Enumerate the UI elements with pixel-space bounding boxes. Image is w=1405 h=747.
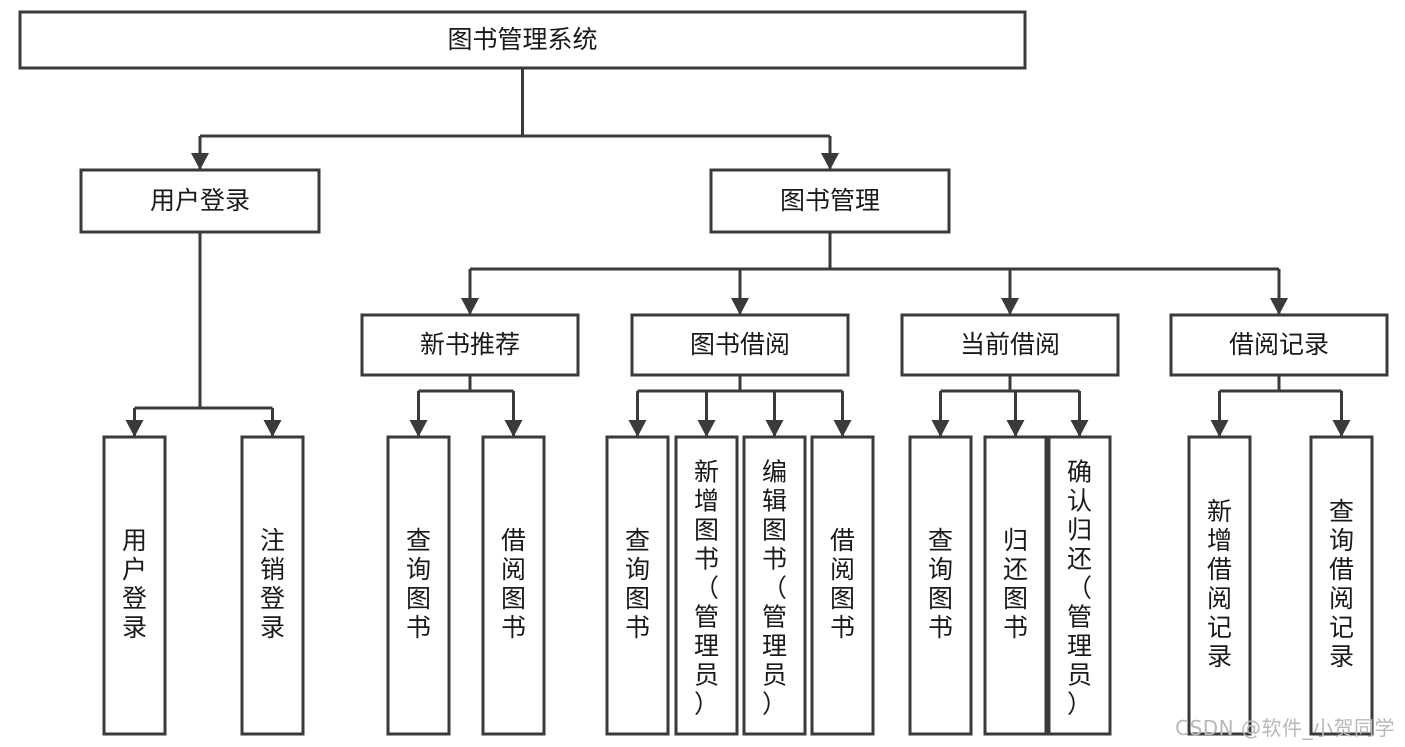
node-leaf-query-book-1[interactable]: 查询图书	[386, 435, 451, 736]
arrowhead-icon	[125, 420, 144, 437]
node-leaf-query-book-3[interactable]: 查询图书	[908, 435, 973, 736]
node-label: 归还图书	[1003, 526, 1028, 642]
node-label: 用户登录	[150, 186, 250, 215]
node-book-borrow[interactable]: 图书借阅	[630, 313, 850, 377]
arrowhead-icon	[1332, 420, 1351, 437]
node-label: 图书管理	[780, 186, 880, 215]
node-label: 借阅图书	[501, 526, 526, 642]
arrowhead-icon	[697, 420, 716, 437]
node-book-manage[interactable]: 图书管理	[709, 168, 951, 234]
node-label: 借阅图书	[830, 526, 855, 642]
node-label: 新增借阅记录	[1207, 497, 1232, 671]
arrowhead-icon	[461, 298, 479, 315]
arrowhead-icon	[931, 420, 950, 437]
node-label: 注销登录	[260, 526, 285, 642]
edge-group-current-borrow	[931, 375, 1089, 437]
node-leaf-logout-login[interactable]: 注销登录	[240, 435, 305, 736]
node-leaf-query-book-2[interactable]: 查询图书	[605, 435, 670, 736]
arrowhead-icon	[504, 420, 523, 437]
arrowhead-icon	[191, 153, 209, 170]
edge-group-root	[191, 68, 839, 170]
arrowhead-icon	[409, 420, 428, 437]
node-label: 图书借阅	[690, 330, 790, 359]
edge-group-book-borrow	[628, 375, 852, 437]
node-leaf-borrow-book-2[interactable]: 借阅图书	[810, 435, 875, 736]
node-layer: 图书管理系统用户登录图书管理新书推荐图书借阅当前借阅借阅记录用户登录注销登录查询…	[18, 10, 1389, 736]
node-label: 用户登录	[122, 526, 147, 642]
node-new-book-recommend[interactable]: 新书推荐	[360, 313, 580, 377]
node-label: 查询图书	[406, 526, 431, 642]
arrowhead-icon	[833, 420, 852, 437]
node-label: 借阅记录	[1229, 330, 1329, 359]
node-label: 新书推荐	[420, 330, 520, 359]
edge-group-user-login	[125, 232, 282, 437]
node-leaf-borrow-book-1[interactable]: 借阅图书	[481, 435, 546, 736]
edge-group-new-book-recommend	[409, 375, 523, 437]
arrowhead-icon	[1270, 298, 1288, 315]
arrowhead-icon	[628, 420, 647, 437]
arrowhead-icon	[821, 153, 839, 170]
node-user-login[interactable]: 用户登录	[79, 168, 321, 234]
arrowhead-icon	[1001, 298, 1019, 315]
node-label: 查询借阅记录	[1329, 497, 1354, 671]
node-label: 查询图书	[928, 526, 953, 642]
node-label: 编辑图书（管理员）	[762, 458, 787, 719]
node-label: 图书管理系统	[447, 25, 597, 54]
node-leaf-return-book[interactable]: 归还图书	[983, 435, 1048, 736]
node-label: 查询图书	[625, 526, 650, 642]
arrowhead-icon	[1210, 420, 1229, 437]
node-borrow-record[interactable]: 借阅记录	[1169, 313, 1389, 377]
node-leaf-edit-book[interactable]: 编辑图书（管理员）	[742, 435, 807, 736]
edge-group-book-manage	[461, 232, 1288, 315]
node-leaf-query-record[interactable]: 查询借阅记录	[1309, 435, 1374, 736]
node-leaf-confirm-return[interactable]: 确认归还（管理员）	[1047, 435, 1112, 736]
node-leaf-add-book[interactable]: 新增图书（管理员）	[674, 435, 739, 736]
node-current-borrow[interactable]: 当前借阅	[900, 313, 1120, 377]
node-label: 当前借阅	[960, 330, 1060, 359]
arrowhead-icon	[1006, 420, 1025, 437]
node-leaf-user-login[interactable]: 用户登录	[102, 435, 167, 736]
arrowhead-icon	[1070, 420, 1089, 437]
node-leaf-add-record[interactable]: 新增借阅记录	[1187, 435, 1252, 736]
edge-group-borrow-record	[1210, 375, 1351, 437]
arrowhead-icon	[765, 420, 784, 437]
arrowhead-icon	[263, 420, 282, 437]
node-root[interactable]: 图书管理系统	[18, 10, 1027, 70]
arrowhead-icon	[731, 298, 749, 315]
connector-layer	[125, 68, 1351, 437]
node-label: 确认归还（管理员）	[1067, 458, 1092, 719]
node-label: 新增图书（管理员）	[694, 458, 719, 719]
